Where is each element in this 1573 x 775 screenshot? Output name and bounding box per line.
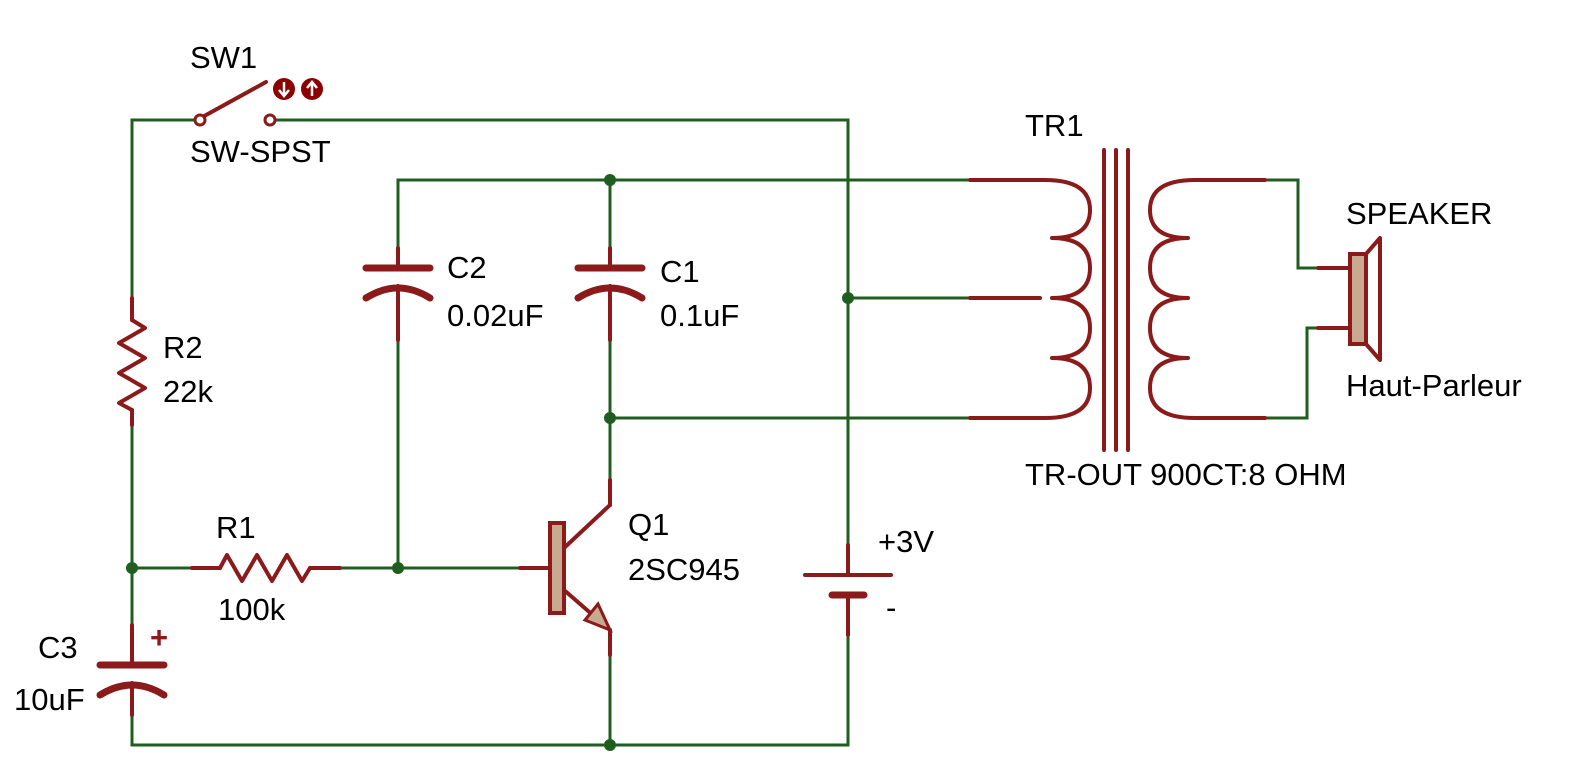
r2-ref-label: R2 [163,330,203,365]
battery [803,543,893,637]
battery-negative-label: - [886,590,896,625]
junction-dots [126,174,854,751]
speaker-value-label: Haut-Parleur [1346,368,1522,403]
c1-ref-label: C1 [660,254,700,289]
battery-positive-label: +3V [878,524,934,559]
tr1-value-label: TR-OUT 900CT:8 OHM [1025,457,1347,492]
capacitor-c2 [362,246,434,342]
sw1-type-label: SW-SPST [190,134,331,169]
resistor-r1 [190,553,342,583]
capacitor-c1 [574,246,646,342]
speaker-ref-label: SPEAKER [1346,196,1492,231]
r2-value-label: 22k [163,374,213,409]
c1-value-label: 0.1uF [660,298,739,333]
c2-value-label: 0.02uF [447,298,544,333]
junction-dot [604,739,616,751]
c2-ref-label: C2 [447,250,487,285]
tr1-ref-label: TR1 [1025,108,1084,143]
r1-ref-label: R1 [216,510,256,545]
arrow-down-icon[interactable] [273,78,295,100]
resistor-r2 [117,296,147,427]
sw1-ref-label: SW1 [190,40,257,75]
junction-dot [604,412,616,424]
wires [130,118,1320,747]
speaker [1316,236,1382,362]
c3-ref-label: C3 [38,630,78,665]
junction-dot [842,292,854,304]
arrow-up-icon[interactable] [301,78,323,100]
junction-dot [392,562,404,574]
junction-dot [126,562,138,574]
capacitor-c3 [96,623,168,717]
q1-value-label: 2SC945 [628,552,740,587]
switch-sw1[interactable] [193,78,323,127]
junction-dot [604,174,616,186]
r1-value-label: 100k [218,592,286,627]
q1-ref-label: Q1 [628,507,669,542]
transistor-q1 [518,478,613,657]
transformer-tr1 [968,148,1267,452]
c3-value-label: 10uF [14,682,85,717]
c3-polarity-label: + [150,620,168,655]
